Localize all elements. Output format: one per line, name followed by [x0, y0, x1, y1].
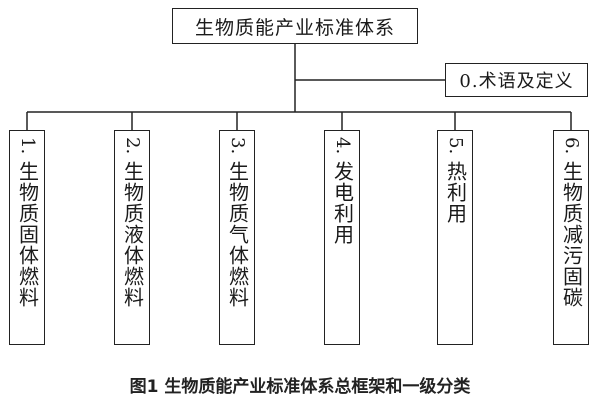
category-label: 生物质液体燃料 [120, 161, 145, 308]
category-node-2: 2. 生物质液体燃料 [114, 130, 150, 345]
category-number: 6. [561, 137, 582, 155]
category-number: 3. [227, 137, 248, 155]
category-label: 生物质固体燃料 [15, 161, 40, 308]
category-label: 热利用 [443, 161, 468, 224]
terminology-node: 0.术语及定义 [445, 63, 588, 97]
category-number: 5. [445, 137, 466, 155]
category-number: 1. [17, 137, 38, 155]
category-node-3: 3. 生物质气体燃料 [219, 130, 255, 345]
category-node-1: 1. 生物质固体燃料 [9, 130, 45, 345]
category-label: 发电利用 [330, 161, 355, 245]
category-label: 生物质气体燃料 [225, 161, 250, 308]
root-node: 生物质能产业标准体系 [172, 8, 418, 44]
category-label: 生物质减污固碳 [559, 161, 584, 308]
figure-caption: 图1 生物质能产业标准体系总框架和一级分类 [129, 377, 471, 397]
category-node-5: 5. 热利用 [437, 130, 473, 345]
terminology-node-label: 0.术语及定义 [459, 71, 574, 92]
category-node-6: 6. 生物质减污固碳 [553, 130, 589, 345]
root-node-label: 生物质能产业标准体系 [194, 16, 395, 39]
category-number: 2. [122, 137, 143, 155]
category-node-4: 4. 发电利用 [324, 130, 360, 345]
category-number: 4. [332, 137, 353, 155]
